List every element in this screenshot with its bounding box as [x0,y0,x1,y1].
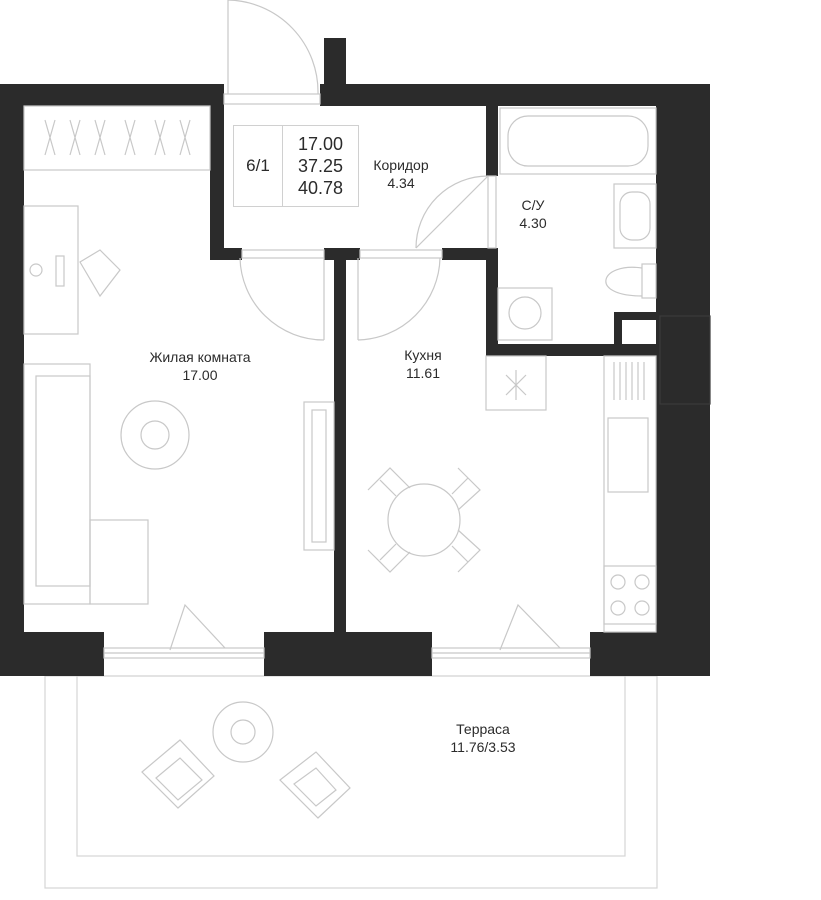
room-area-bathroom: 4.30 [519,215,547,231]
room-label-terrace: Терраса 11.76/3.53 [428,720,538,756]
room-label-kitchen: Кухня 11.61 [388,346,458,382]
room-label-bathroom: С/У 4.30 [508,196,558,232]
total-with-terrace-value: 40.78 [297,178,344,198]
room-name-terrace: Терраса [456,721,510,737]
living-area-value: 17.00 [297,134,344,154]
area-summary-badge: 6/1 17.00 37.25 40.78 [233,125,359,207]
walls [0,38,710,676]
room-name-bathroom: С/У [521,197,545,213]
section-number: 6/1 [234,126,283,206]
interior-doors [239,175,497,341]
windows [103,315,711,659]
room-name-kitchen: Кухня [404,347,442,363]
terrace-outline [44,675,658,889]
room-label-corridor: Коридор 4.34 [362,156,440,192]
room-area-kitchen: 11.61 [406,365,440,381]
room-name-corridor: Коридор [373,157,429,173]
room-area-terrace: 11.76/3.53 [450,739,516,755]
room-name-living: Жилая комната [149,349,251,365]
room-label-living: Жилая комната 17.00 [130,348,270,384]
total-area-value: 37.25 [297,156,344,176]
room-area-corridor: 4.34 [387,175,415,191]
room-area-living: 17.00 [182,367,218,383]
area-summary: 17.00 37.25 40.78 [283,126,358,206]
entrance-door [223,0,321,105]
furniture [23,105,657,819]
